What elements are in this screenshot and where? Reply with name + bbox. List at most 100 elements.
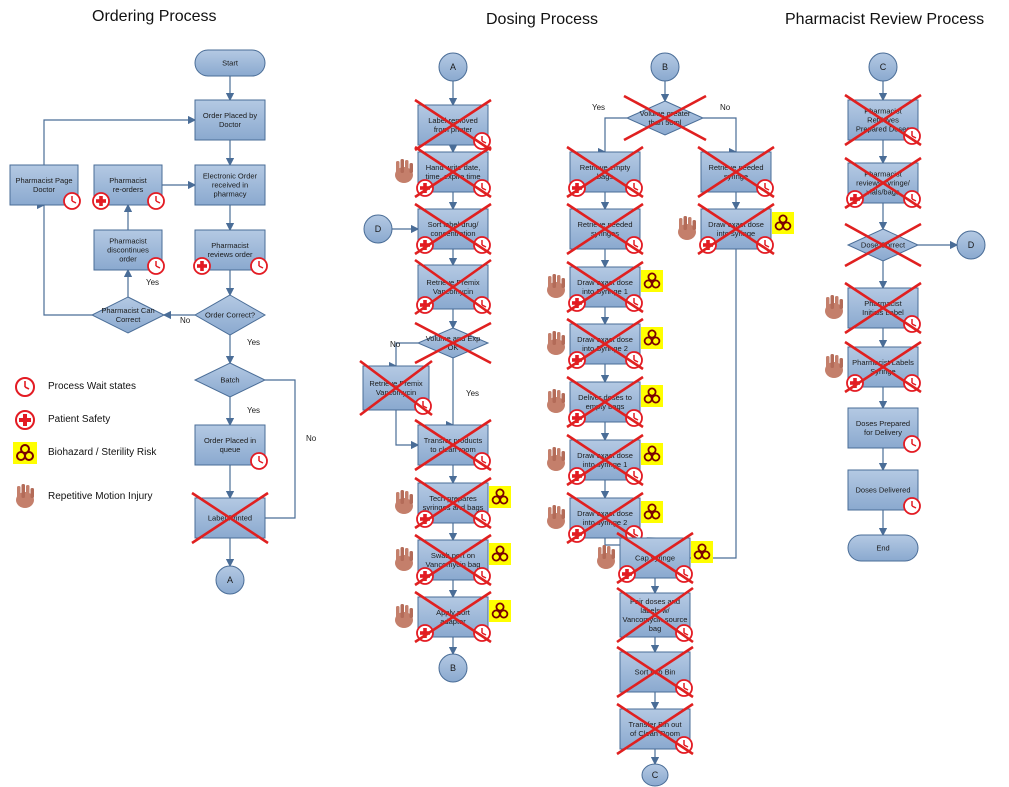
flow-step-label: A xyxy=(227,575,233,585)
biohazard-icon xyxy=(641,385,663,407)
crossed-out-mark xyxy=(616,531,694,585)
clock-icon xyxy=(250,257,268,275)
hand-icon xyxy=(547,274,565,298)
flow-step-label: C xyxy=(880,62,887,72)
flow-arrow-label: Yes xyxy=(146,278,159,287)
legend xyxy=(13,377,37,508)
clock-icon xyxy=(903,497,921,515)
flow-step-label: Order Correct? xyxy=(205,311,255,320)
title-dosing-process: Dosing Process xyxy=(486,11,599,28)
crossed-out-mark xyxy=(616,702,694,756)
clock-icon xyxy=(625,409,643,427)
crossed-out-mark xyxy=(566,375,644,429)
hand-icon xyxy=(395,547,413,571)
crossed-out-mark xyxy=(191,491,269,545)
hand-icon xyxy=(395,604,413,628)
flow-step-label: D xyxy=(968,240,975,250)
title-ordering-process: Ordering Process xyxy=(92,8,217,25)
crossed-out-mark xyxy=(566,317,644,371)
crossed-out-mark xyxy=(623,94,707,142)
biohazard-icon xyxy=(772,212,794,234)
legend-hand-icon xyxy=(16,484,34,508)
clock-icon xyxy=(473,567,491,585)
flow-step-rph-retrieves: PharmacistRetrievesPrepared Doses xyxy=(844,93,922,147)
flow-step-label: Doses Delivered xyxy=(855,486,910,495)
crossed-out-mark xyxy=(844,93,922,147)
title-pharmacist-review-process: Pharmacist Review Process xyxy=(785,11,985,28)
hand-icon xyxy=(547,389,565,413)
crossed-out-mark xyxy=(414,321,492,365)
hand-icon xyxy=(547,447,565,471)
flow-step-conn-a1: A xyxy=(215,565,245,595)
biohazard-icon xyxy=(641,501,663,523)
flow-step-label: C xyxy=(652,770,659,780)
crossed-out-mark xyxy=(359,359,433,417)
flow-step-label: B xyxy=(662,62,668,72)
biohazard-icon xyxy=(641,270,663,292)
flow-arrow-label: No xyxy=(720,103,731,112)
clock-icon xyxy=(756,236,774,254)
flow-arrow-label: No xyxy=(306,434,317,443)
clock-icon xyxy=(625,351,643,369)
crossed-out-mark xyxy=(566,260,644,314)
crossed-out-mark xyxy=(566,202,644,256)
flow-step-conn-c1: C xyxy=(641,763,669,787)
flow-arrow xyxy=(688,249,737,563)
crossed-out-mark xyxy=(414,418,492,472)
legend-safety-label: Patient Safety xyxy=(48,414,111,425)
flow-step-label: Sort label drug/concentration xyxy=(428,220,480,238)
crossed-out-mark xyxy=(566,145,644,199)
flow-step-doses-delivered: Doses Delivered xyxy=(847,469,921,515)
crossed-out-mark xyxy=(566,433,644,487)
hand-icon xyxy=(825,295,843,319)
crossed-out-mark xyxy=(844,156,922,210)
hand-icon xyxy=(678,216,696,240)
flow-step-label: Batch xyxy=(220,376,239,385)
clock-icon xyxy=(473,510,491,528)
legend-biohazard-label: Biohazard / Sterility Risk xyxy=(48,447,157,458)
flow-arrow xyxy=(43,115,197,165)
clock-icon xyxy=(250,452,268,470)
flow-step-conn-b2: B xyxy=(650,52,680,82)
clock-icon xyxy=(625,294,643,312)
crossed-out-mark xyxy=(414,476,492,530)
flow-step-label: A xyxy=(450,62,456,72)
flow-arrow xyxy=(395,410,420,450)
legend-clock-icon xyxy=(15,377,35,397)
crossed-out-mark xyxy=(697,145,775,199)
flow-arrow-label: Yes xyxy=(247,338,260,347)
clock-icon xyxy=(756,179,774,197)
flow-step-sort-label: Sort label drug/concentration xyxy=(414,202,492,256)
flow-step-batch: Batch xyxy=(193,362,267,398)
hand-icon xyxy=(547,331,565,355)
flow-step-conn-c2: C xyxy=(868,52,898,82)
flow-step-label: End xyxy=(876,544,889,553)
clock-icon xyxy=(473,132,491,150)
clock-icon xyxy=(903,435,921,453)
